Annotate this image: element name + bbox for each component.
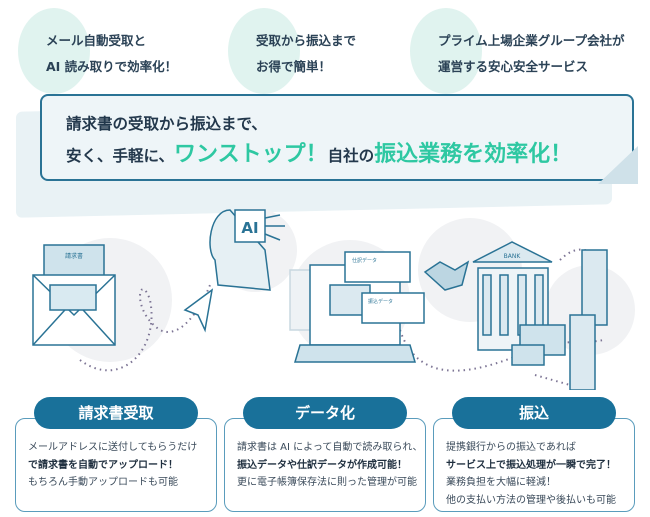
transfer-data-label: 振込データ <box>368 298 393 305</box>
card-text: サービス上で振込処理が一瞬で完了！ <box>446 459 616 471</box>
card-title-transfer: 振込 <box>452 397 616 429</box>
paper-plane-icon <box>183 288 214 333</box>
headline-line1: 請求書の受取から振込まで、 <box>66 115 267 133</box>
feature-circle <box>228 8 300 94</box>
card-invoice-receipt: メールアドレスに送付してもらうだけで請求書を自動でアップロード！ もちろん手動アッ… <box>15 418 217 512</box>
workflow-illustration: 請求書 AI 仕訳データ 振込データ BANK <box>32 208 635 390</box>
card-title-digitize: データ化 <box>243 397 407 429</box>
laptop-icon <box>289 251 425 363</box>
card-text: もちろん手動アップロードも可能 <box>28 477 178 488</box>
ai-head-icon <box>209 209 285 291</box>
card-text: 他の支払い方法の管理や後払いも可能 <box>446 494 616 506</box>
card-text: 業務負担を大幅に軽減！ <box>446 477 556 488</box>
card-text: 更に電子帳簿保存法に則った管理が可能 <box>237 477 417 488</box>
journal-data-label: 仕訳データ <box>352 257 377 264</box>
card-text: 振込データや仕訳データが作成可能！ <box>237 459 407 471</box>
feature-circle <box>18 8 90 94</box>
card-text: 請求書は AI によって自動で読み取られ、 <box>237 442 423 453</box>
feature-text: AI 読み取りで効率化！ <box>46 59 178 74</box>
feature-text: お得で簡単！ <box>256 59 332 74</box>
headline-banner <box>40 94 634 181</box>
feature-circle <box>410 8 482 94</box>
card-digitize: 請求書は AI によって自動で読み取られ、振込データや仕訳データが作成可能！ 更に… <box>224 418 426 512</box>
envelope-icon <box>32 244 116 346</box>
card-transfer: 提携銀行からの振込であればサービス上で振込処理が一瞬で完了！ 業務負担を大幅に軽減… <box>433 418 635 512</box>
feature-text: メール自動受取と <box>46 33 147 48</box>
ai-label: AI <box>241 219 258 237</box>
feature-text: プライム上場企業グループ会社が <box>438 33 625 48</box>
card-text: メールアドレスに送付してもらうだけ <box>28 442 198 453</box>
card-text: 提携銀行からの振込であれば <box>446 442 576 453</box>
card-title-invoice-receipt: 請求書受取 <box>34 397 198 429</box>
feature-text: 運営する安心安全サービス <box>438 59 589 74</box>
banner-corner <box>598 146 638 184</box>
headline-line2: 安く、手軽に、ワンストップ！自社の振込業務を効率化！ <box>66 142 573 167</box>
card-text: で請求書を自動でアップロード！ <box>28 459 178 471</box>
bank-label: BANK <box>504 253 522 260</box>
feature-text: 受取から振込まで <box>256 33 357 48</box>
handshake-icon <box>423 260 470 291</box>
bank-icon <box>472 241 608 390</box>
invoice-label: 請求書 <box>65 252 83 260</box>
